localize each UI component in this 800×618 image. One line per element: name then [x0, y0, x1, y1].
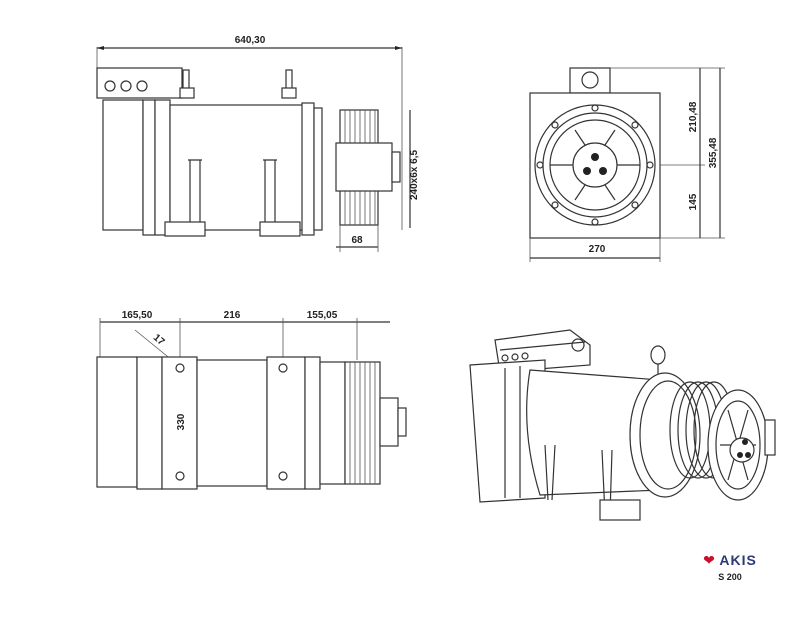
dim-depth: 330 — [176, 413, 187, 430]
dim-total-height: 355,48 — [708, 137, 719, 168]
dim-hole: 17 — [151, 332, 167, 348]
heart-logo-icon: ❤ — [703, 552, 715, 568]
side-view: 640,30 — [96, 35, 420, 252]
dim-lower-height: 145 — [688, 193, 699, 210]
front-view: 270 210,48 145 355,48 — [529, 67, 725, 262]
dim-left-span: 165,50 — [122, 310, 153, 321]
dim-sheave: 240x6x 6,5 — [409, 150, 420, 200]
dim-overall-length: 640,30 — [235, 35, 266, 46]
top-view: 165,50 216 155,05 17 330 — [96, 310, 407, 490]
dim-sheave-width: 68 — [351, 235, 363, 246]
dim-front-width: 270 — [589, 244, 606, 255]
brand-name: AKIS — [719, 552, 757, 568]
isometric-view — [469, 329, 776, 521]
dim-right-span: 155,05 — [307, 310, 338, 321]
dim-middle-span: 216 — [224, 310, 241, 321]
dim-upper-height: 210,48 — [688, 101, 699, 132]
brand-logo: ❤ AKIS S 200 — [680, 552, 780, 592]
model-name: S 200 — [718, 572, 742, 582]
